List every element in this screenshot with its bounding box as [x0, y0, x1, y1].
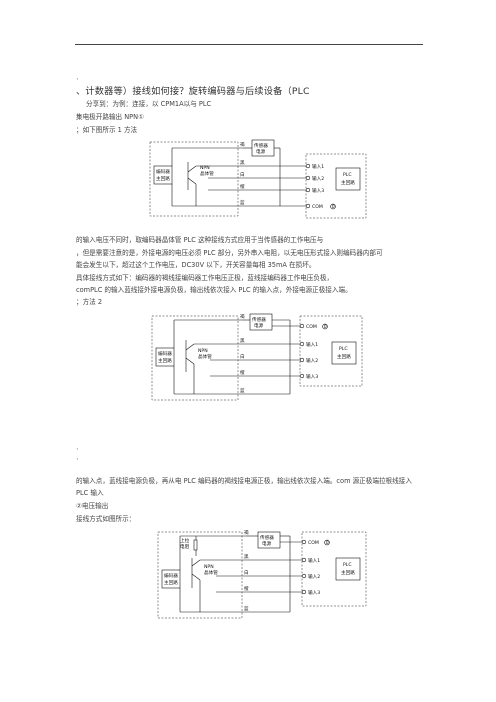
plc-label: PLC	[343, 562, 352, 568]
wire-white: 白	[244, 569, 249, 576]
header-rule	[75, 44, 423, 45]
plc-enclosure	[301, 531, 367, 607]
power-label: 电源	[262, 540, 272, 547]
para1-line-4: 具体接线方式如下：编码器的褐线接编码器工作电压正极，蓝线接编码器工作电压负极，	[76, 274, 334, 282]
wire-blue: 蓝	[240, 199, 245, 206]
pullup-label: 上拉	[180, 537, 190, 544]
plc-box	[335, 167, 361, 191]
sensor-label: 传感器	[252, 316, 266, 323]
input3-label: 输入3	[306, 373, 318, 380]
plc-label: PLC	[343, 172, 352, 178]
com-label: COM	[306, 324, 317, 330]
plc-main-label: 主回路	[337, 353, 351, 360]
wiring-diagram-2: 编码器 主回路 NPN 晶体管 褐 黑 白 橙 蓝 传感器 电源	[151, 313, 363, 401]
input3-label: 输入3	[308, 589, 320, 596]
wire-orange: 橙	[240, 183, 245, 190]
wire-brown: 褐	[244, 530, 249, 536]
sensor-power-box	[257, 531, 281, 549]
encoder-box	[161, 569, 181, 589]
input1-label: 输入1	[312, 163, 324, 170]
power-label: 电源	[256, 148, 266, 155]
sensor-label: 传感器	[254, 142, 268, 149]
transistor-label: 晶体管	[204, 569, 218, 576]
plc-main-label: 主回路	[341, 569, 355, 576]
input3-label: 输入3	[312, 187, 324, 194]
input1-label: 输入1	[308, 557, 320, 564]
input2-label: 输入2	[306, 357, 318, 364]
wire-blue: 蓝	[240, 387, 245, 394]
para2-text: 的输入点，蓝线接电源负极，再从电 PLC 编码器的褐线接电源正极，输出线依次接入…	[76, 477, 412, 497]
intro-line-2: 集电极开路输出 NPN①	[76, 113, 145, 121]
encoder-box	[155, 347, 175, 367]
wire-black: 黑	[244, 554, 249, 560]
input2-label: 输入2	[308, 573, 320, 580]
main-circuit-label: 主回路	[158, 357, 172, 364]
wire-orange: 橙	[240, 369, 245, 376]
resistor-label: 电阻	[180, 543, 190, 550]
encoder-label: 编码器	[158, 350, 172, 357]
page-title: 、计数器等）接线如何接？旋转编码器与后续设备（PLC	[76, 86, 310, 97]
encoder-enclosure	[149, 141, 239, 217]
wire-white: 白	[240, 353, 245, 360]
wiring-diagram-3: 编码器 主回路 上拉 电阻 NPN 晶体管 褐 黑 白 橙 蓝 传感器 电源	[157, 530, 367, 619]
wire-blue: 蓝	[244, 605, 249, 612]
encoder-enclosure	[151, 315, 239, 401]
wire-brown: 褐	[240, 141, 245, 148]
wire-white: 白	[240, 171, 245, 178]
para1-line-2: ，但是需要注意的是，外接电源的电压必须 PLC 部分，另外串入电阻，以无电压形式…	[76, 249, 383, 257]
plc-enclosure	[299, 315, 363, 387]
encoder-box	[153, 165, 173, 185]
sensor-label: 传感器	[260, 534, 274, 541]
plc-label: PLC	[339, 346, 348, 352]
npn-label: NPN	[200, 165, 210, 171]
wire-black: 黑	[240, 160, 245, 166]
wire-black: 黑	[240, 338, 245, 344]
npn-label: NPN	[198, 348, 208, 354]
com-circle: 0	[326, 540, 329, 546]
plc-box	[335, 557, 361, 581]
wire-brown: 褐	[240, 313, 245, 320]
intro-line-3: ；如下图所示 1 方法	[76, 126, 138, 134]
com-label: COM	[312, 204, 323, 210]
input1-label: 输入1	[306, 341, 318, 348]
stray-mark: `	[76, 78, 80, 86]
wiring-diagram-1: 编码器 主回路 NPN 晶体管 褐 黑 白 橙 蓝 传感器 电源 输入1	[149, 139, 367, 219]
stray-mark-3: `	[76, 458, 80, 466]
para1-line-6: ；方法 2	[76, 298, 103, 306]
encoder-label: 编码器	[164, 572, 178, 579]
com-circle: 0	[324, 324, 327, 330]
transistor-label: 晶体管	[200, 170, 214, 177]
encoder-label: 编码器	[156, 168, 170, 175]
para2-line-2: ②电压输出	[76, 502, 109, 510]
para1-line-3: 能会发生以下，超过这个工作电压，DC30V 以下，开关容量每相 35mA 在损坏…	[76, 261, 316, 269]
plc-main-label: 主回路	[341, 179, 355, 186]
plc-box	[331, 341, 357, 365]
main-circuit-label: 主回路	[164, 579, 178, 586]
para2-line-3: 接线方式如图所示：	[76, 515, 136, 523]
com-label: COM	[308, 540, 319, 546]
stray-mark-2: `	[76, 448, 80, 456]
wire-orange: 橙	[244, 585, 249, 592]
intro-line-1: 分享到：为例：连接，以 CPM1A以与 PLC	[86, 100, 212, 108]
sensor-power-box	[249, 313, 273, 331]
encoder-enclosure	[157, 531, 243, 619]
power-label: 电源	[254, 322, 264, 329]
para1-line-1: 的输入电压不同时，取编码器晶体管 PLC 这种接线方式应用于当传感器的工作电压与	[76, 236, 324, 244]
input2-label: 输入2	[312, 175, 324, 182]
com-circle: 0	[332, 204, 335, 210]
para1-line-5: comPLC 的输入蓝线接外接电源负极，输出线依次接入 PLC 的输入点，外接电…	[76, 286, 352, 294]
transistor-label: 晶体管	[198, 353, 212, 360]
main-circuit-label: 主回路	[156, 175, 170, 182]
npn-label: NPN	[204, 564, 214, 570]
plc-enclosure	[305, 153, 367, 219]
